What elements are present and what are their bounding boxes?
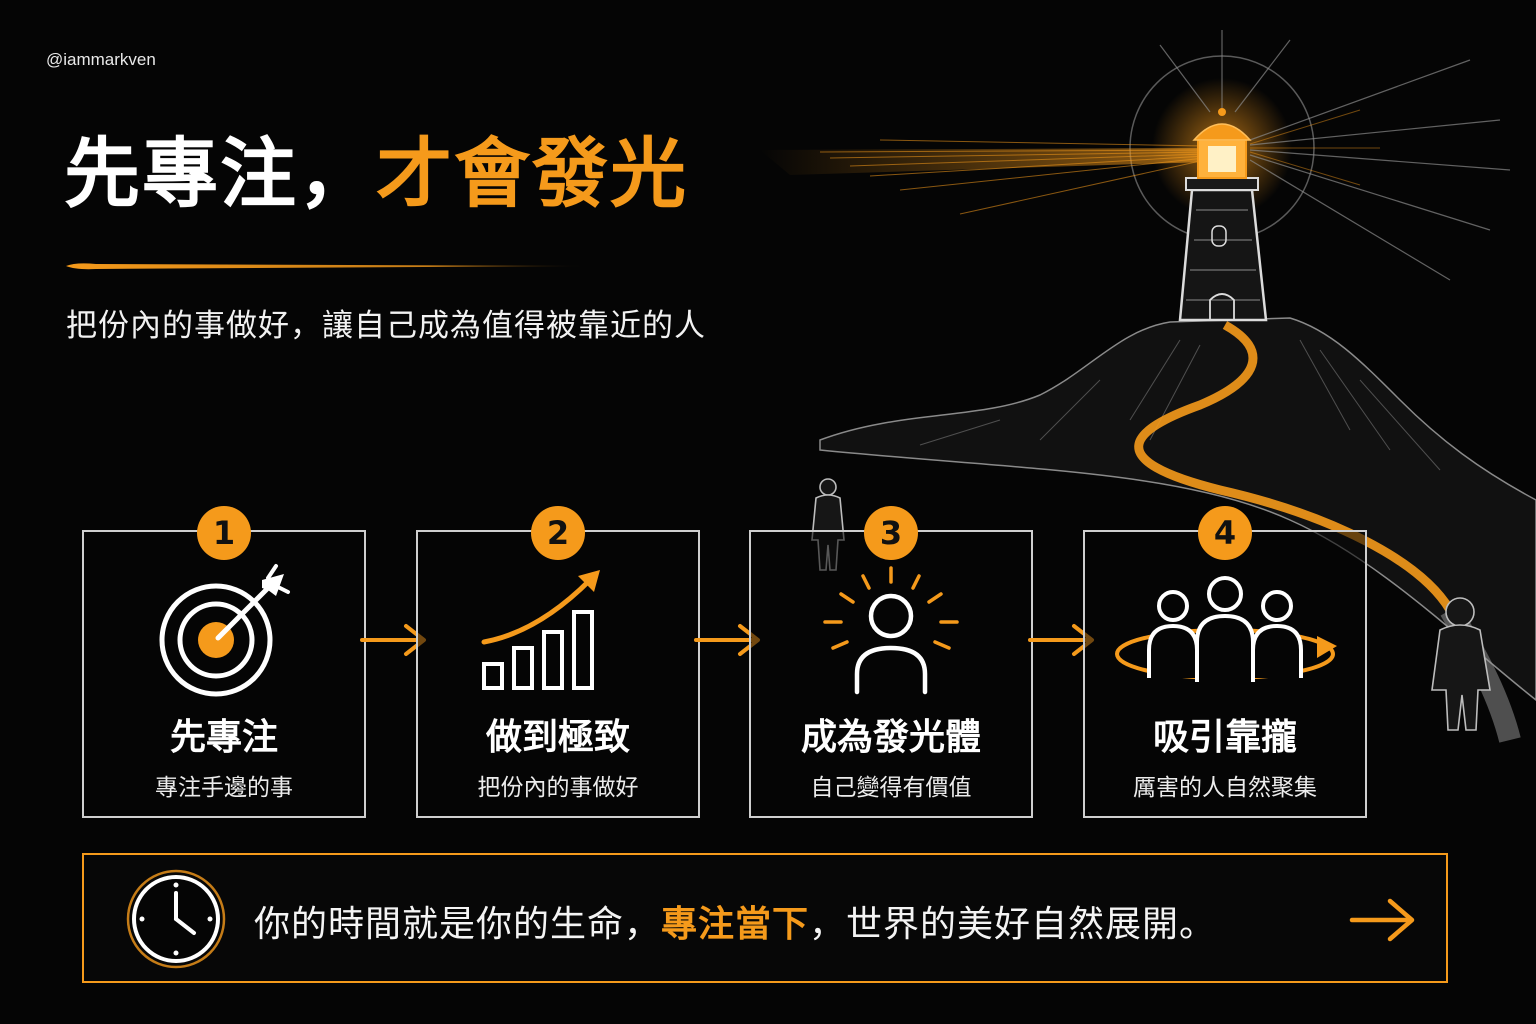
step-title: 吸引靠攏 [1152, 717, 1297, 758]
step-title: 先專注 [169, 717, 278, 758]
step-number-badge: 4 [1198, 506, 1252, 560]
step-title: 做到極致 [485, 717, 630, 758]
clock-icon [126, 869, 226, 969]
quote-highlight: 專注當下 [661, 904, 810, 945]
glowing-person-icon [823, 566, 959, 695]
step-number-badge: 1 [197, 506, 251, 560]
step-description: 厲害的人自然聚集 [1133, 775, 1317, 801]
step-description: 把份內的事做好 [477, 775, 639, 801]
author-handle: @iammarkven [46, 50, 156, 69]
title-part-2: 才會發光 [376, 129, 688, 218]
step-card-3: 3 成為發光體 自己變得有價值 [749, 506, 1033, 818]
title-part-1: 先專注， [64, 129, 376, 218]
growth-chart-icon [481, 570, 600, 690]
target-arrow-icon [159, 564, 290, 697]
step-card-2: 2 做到極致 把份內的事做好 [416, 506, 700, 818]
step-description: 自己變得有價值 [810, 775, 972, 801]
quote-banner: 你的時間就是你的生命，專注當下，世界的美好自然展開。 [82, 853, 1448, 983]
people-group-icon [1115, 576, 1337, 682]
step-number-badge: 3 [864, 506, 918, 560]
step-card-1: 1 先專注 專注手邊的事 [82, 506, 366, 818]
page-title: 先專注，才會發光 [64, 130, 688, 217]
step-card-4: 4 吸引靠攏 厲害的人自然聚集 [1083, 506, 1367, 818]
title-underline [66, 263, 586, 270]
step-title: 成為發光體 [800, 717, 981, 758]
step-description: 專注手邊的事 [155, 775, 293, 801]
subtitle: 把份內的事做好，讓自己成為值得被靠近的人 [66, 308, 706, 344]
step-number-badge: 2 [531, 506, 585, 560]
arrow-right-icon [1349, 898, 1415, 942]
quote-after: ，世界的美好自然展開。 [809, 904, 1217, 945]
quote-before: 你的時間就是你的生命， [254, 904, 662, 945]
quote-text: 你的時間就是你的生命，專注當下，世界的美好自然展開。 [254, 895, 1216, 947]
